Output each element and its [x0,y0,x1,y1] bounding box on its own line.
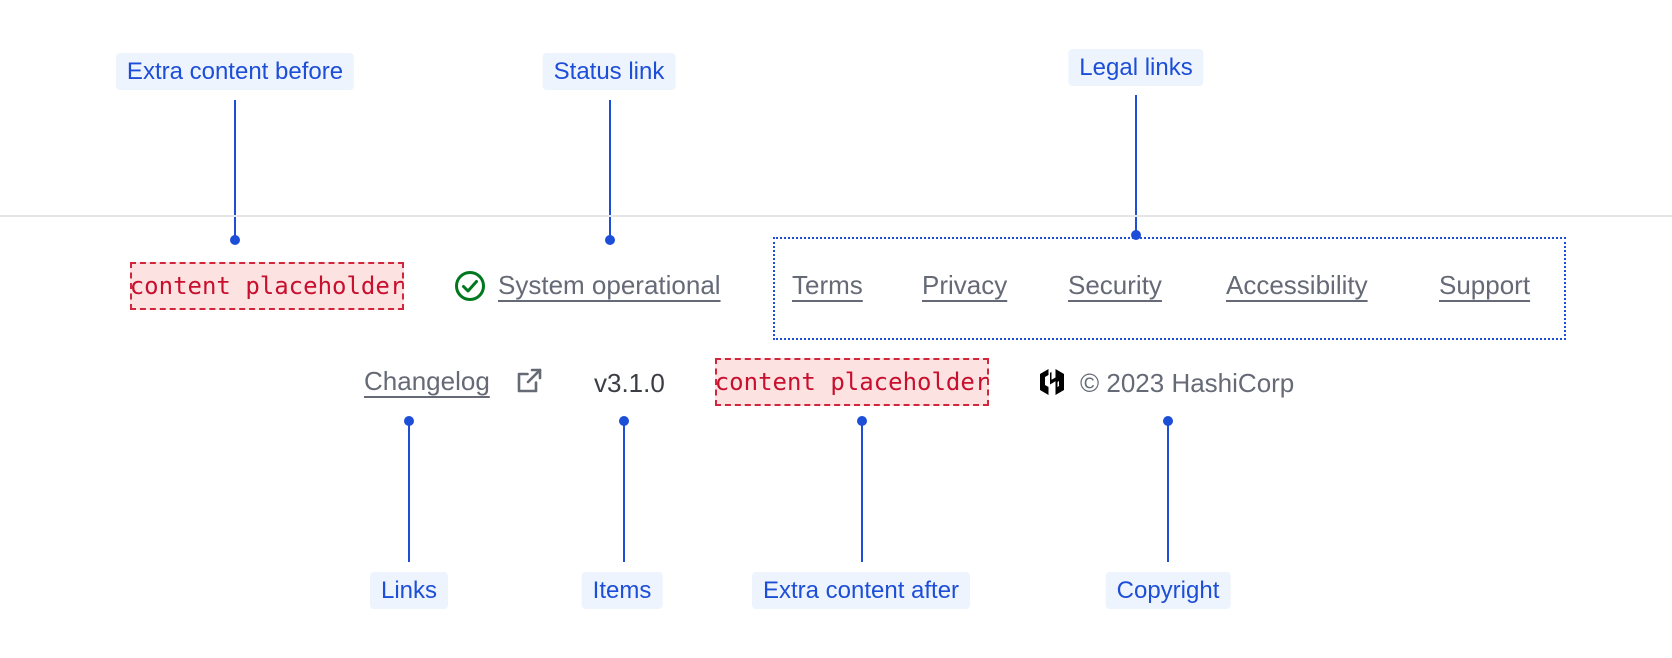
callout-extra-content-after: Extra content after [751,572,971,609]
callout-dot-legal-links [1131,230,1141,240]
copyright-text: © 2023 HashiCorp [1080,368,1295,398]
changelog-link[interactable]: Changelog [364,366,490,396]
callout-line-copyright [1167,421,1169,562]
callout-items: Items [581,572,663,609]
extra-content-before-placeholder: content placeholder [130,262,404,310]
callout-links: Links [369,572,449,609]
callout-line-extra-before [234,100,236,240]
footer-divider [0,215,1672,217]
callout-dot-status-link [605,235,615,245]
legal-links-group [773,237,1566,340]
status-link[interactable]: System operational [498,270,721,300]
legal-link-accessibility[interactable]: Accessibility [1226,270,1368,300]
callout-copyright: Copyright [1105,572,1231,609]
legal-link-privacy[interactable]: Privacy [922,270,1008,300]
callout-dot-extra-before [230,235,240,245]
callout-line-links [408,421,410,562]
callout-line-status-link [609,100,611,240]
callout-line-items [623,421,625,562]
callout-extra-content-before: Extra content before [115,53,355,90]
hashicorp-logo-icon [1036,366,1068,398]
legal-link-support[interactable]: Support [1439,270,1531,300]
version-item: v3.1.0 [594,368,665,398]
legal-link-terms[interactable]: Terms [792,270,863,300]
callout-legal-links: Legal links [1068,49,1204,86]
legal-link-security[interactable]: Security [1068,270,1162,300]
callout-line-extra-after [861,421,863,562]
callout-line-legal-links [1135,95,1137,235]
extra-content-after-placeholder: content placeholder [715,358,989,406]
status-icon [454,270,486,302]
callout-status-link: Status link [542,53,676,90]
external-link-icon[interactable] [514,366,544,396]
